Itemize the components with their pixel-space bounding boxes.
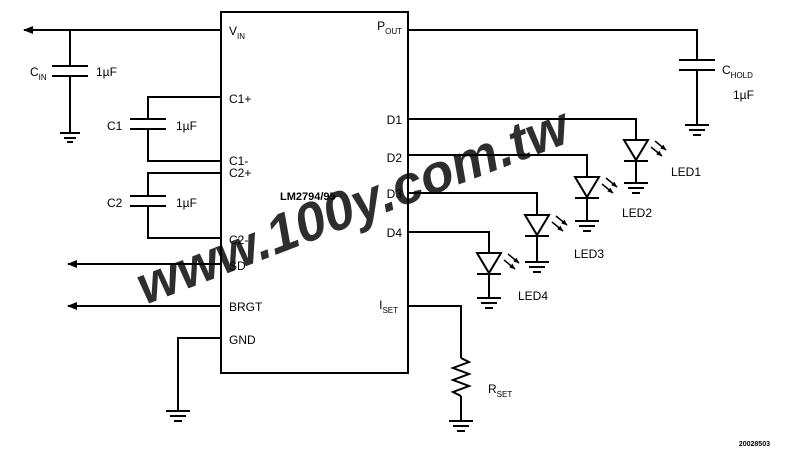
led4-diode-icon: [475, 252, 520, 297]
chold-ground-icon: [685, 124, 709, 136]
pin-d1-label: D1: [387, 113, 403, 127]
c2-label: C2: [107, 196, 123, 210]
rset-resistor: [408, 305, 472, 420]
pin-c1m-label: C1-: [229, 154, 248, 168]
pin-c2p-label: C2+: [229, 166, 251, 180]
pin-vin-label: VIN: [229, 24, 245, 41]
led3-label: LED3: [574, 247, 604, 261]
pin-c2m-label: C2-: [229, 233, 248, 247]
pin-d4-label: D4: [387, 226, 403, 240]
c2-value: 1µF: [176, 196, 197, 210]
c1-label: C1: [107, 119, 123, 133]
led2-label: LED2: [622, 206, 652, 220]
led2-diode-icon: [573, 176, 618, 220]
d3-wire: [408, 192, 538, 215]
chold-capacitor: [679, 59, 715, 124]
pout-wire: [408, 29, 698, 60]
led1-ground-icon: [624, 182, 648, 194]
pin-d3-label: D3: [387, 187, 403, 201]
chip-name: LM2794/95: [280, 191, 336, 203]
c1-value: 1µF: [176, 119, 197, 133]
led3-ground-icon: [525, 261, 549, 273]
cin-value: 1µF: [96, 65, 117, 79]
gnd-ground-icon: [166, 410, 190, 422]
d2-wire: [408, 154, 588, 177]
rset-label: RSET: [488, 382, 512, 399]
led1-label: LED1: [671, 165, 701, 179]
rset-ground-icon: [449, 420, 473, 432]
cin-capacitor: [52, 30, 88, 132]
pin-pout-label: POUT: [377, 19, 402, 36]
gnd-wire: [177, 337, 221, 410]
c1-capacitor: [130, 96, 221, 162]
pin-sd-label: SD: [229, 259, 246, 273]
led4-ground-icon: [477, 297, 501, 309]
pin-gnd-label: GND: [229, 333, 256, 347]
pin-c1p-label: C1+: [229, 92, 251, 106]
chold-label: CHOLD: [722, 63, 753, 80]
figure-id: 20028503: [739, 441, 770, 448]
chold-value: 1µF: [733, 88, 754, 102]
led2-ground-icon: [575, 220, 599, 232]
d1-wire: [408, 118, 637, 140]
led3-diode-icon: [523, 214, 568, 261]
led1-diode-icon: [622, 139, 667, 182]
c2-capacitor: [130, 172, 221, 239]
pin-d2-label: D2: [387, 151, 403, 165]
pin-iset-label: ISET: [379, 298, 398, 315]
led4-label: LED4: [518, 289, 548, 303]
cin-ground-icon: [60, 132, 80, 143]
d4-wire: [408, 231, 490, 253]
cin-label: CIN: [30, 65, 47, 82]
pin-brgt-label: BRGT: [229, 300, 263, 314]
